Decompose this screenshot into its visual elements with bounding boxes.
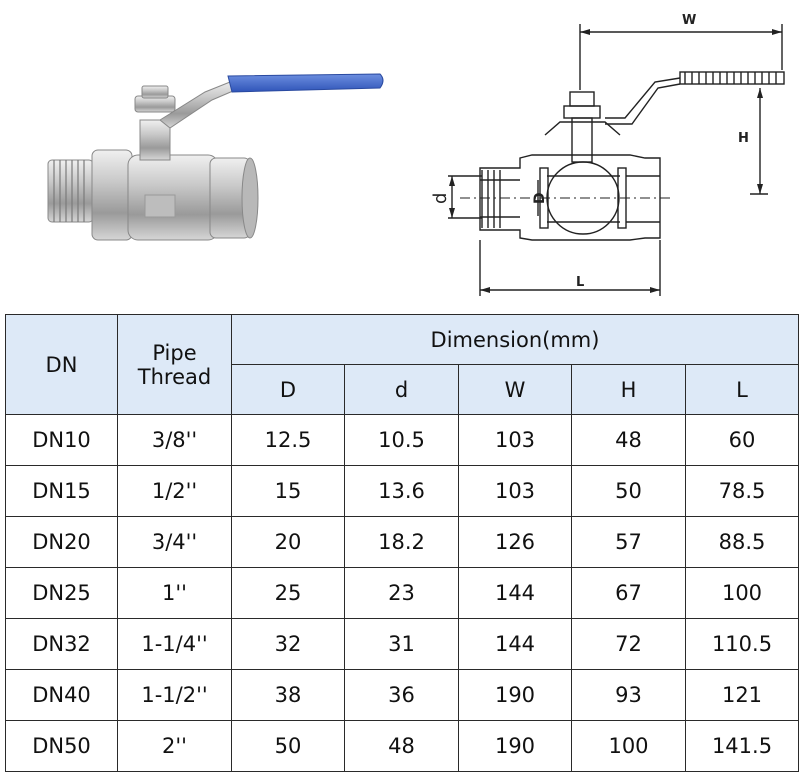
table-row: DN20 3/4'' 20 18.2 126 57 88.5 bbox=[5, 516, 800, 568]
cell-thread: 3/4'' bbox=[117, 516, 232, 568]
dimension-label-w: W bbox=[682, 13, 696, 28]
cell-w: 144 bbox=[458, 618, 572, 670]
cell-d-large: 15 bbox=[231, 465, 345, 517]
header-d-large: D bbox=[231, 364, 345, 415]
dimension-spec-table: DN Pipe Thread Dimension(mm) D d W H L D… bbox=[5, 314, 800, 772]
cell-h: 67 bbox=[571, 567, 686, 619]
header-d-small: d bbox=[344, 364, 459, 415]
dimension-label-l: L bbox=[576, 275, 584, 290]
cell-dn: DN32 bbox=[5, 618, 118, 670]
cell-d-large: 38 bbox=[231, 669, 345, 721]
cell-h: 100 bbox=[571, 720, 686, 772]
cell-d-small: 18.2 bbox=[344, 516, 459, 568]
header-w: W bbox=[458, 364, 572, 415]
cell-d-large: 12.5 bbox=[231, 414, 345, 466]
cell-l: 100 bbox=[684, 567, 800, 619]
dimension-label-d-large: D bbox=[532, 192, 548, 204]
header-pipe-thread-line1: Pipe bbox=[152, 340, 197, 365]
header-pipe-thread-line2: Thread bbox=[137, 364, 212, 389]
cell-w: 103 bbox=[458, 414, 572, 466]
dimension-label-d-small: d bbox=[430, 193, 451, 204]
cell-h: 50 bbox=[571, 465, 686, 517]
table-row: DN32 1-1/4'' 32 31 144 72 110.5 bbox=[5, 618, 800, 670]
ball-valve-technical-drawing: W H d D L bbox=[420, 0, 800, 300]
cell-l: 78.5 bbox=[684, 465, 800, 517]
cell-d-small: 36 bbox=[344, 669, 459, 721]
cell-thread: 1/2'' bbox=[117, 465, 232, 517]
cell-l: 141.5 bbox=[684, 720, 800, 772]
cell-d-large: 25 bbox=[231, 567, 345, 619]
header-dn: DN bbox=[5, 314, 118, 415]
cell-dn: DN50 bbox=[5, 720, 118, 772]
cell-w: 144 bbox=[458, 567, 572, 619]
cell-h: 93 bbox=[571, 669, 686, 721]
cell-h: 48 bbox=[571, 414, 686, 466]
header-pipe-thread: Pipe Thread bbox=[117, 314, 232, 415]
table-row: DN40 1-1/2'' 38 36 190 93 121 bbox=[5, 669, 800, 721]
cell-l: 110.5 bbox=[684, 618, 800, 670]
cell-w: 190 bbox=[458, 720, 572, 772]
cell-d-large: 32 bbox=[231, 618, 345, 670]
cell-d-large: 50 bbox=[231, 720, 345, 772]
cell-w: 103 bbox=[458, 465, 572, 517]
header-dimension-group: Dimension(mm) bbox=[230, 314, 800, 365]
ball-valve-illustration bbox=[47, 73, 384, 241]
ball-valve-photo bbox=[0, 0, 420, 300]
cell-d-small: 31 bbox=[344, 618, 459, 670]
cell-thread: 1-1/4'' bbox=[117, 618, 232, 670]
cross-section-drawing: W H d D L bbox=[430, 13, 785, 296]
cell-l: 60 bbox=[684, 414, 800, 466]
header-h: H bbox=[571, 364, 686, 415]
cell-thread: 1-1/2'' bbox=[117, 669, 232, 721]
cell-dn: DN20 bbox=[5, 516, 118, 568]
cell-d-small: 23 bbox=[344, 567, 459, 619]
cell-l: 88.5 bbox=[684, 516, 800, 568]
cell-dn: DN25 bbox=[5, 567, 118, 619]
cell-dn: DN10 bbox=[5, 414, 118, 466]
table-row: DN15 1/2'' 15 13.6 103 50 78.5 bbox=[5, 465, 800, 517]
cell-thread: 3/8'' bbox=[117, 414, 232, 466]
cell-l: 121 bbox=[684, 669, 800, 721]
header-l: L bbox=[684, 364, 800, 415]
cell-h: 72 bbox=[571, 618, 686, 670]
cell-w: 126 bbox=[458, 516, 572, 568]
cell-d-large: 20 bbox=[231, 516, 345, 568]
cell-thread: 1'' bbox=[117, 567, 232, 619]
table-row: DN50 2'' 50 48 190 100 141.5 bbox=[5, 720, 800, 772]
table-row: DN25 1'' 25 23 144 67 100 bbox=[5, 567, 800, 619]
cell-dn: DN40 bbox=[5, 669, 118, 721]
cell-d-small: 10.5 bbox=[344, 414, 459, 466]
cell-w: 190 bbox=[458, 669, 572, 721]
cell-d-small: 48 bbox=[344, 720, 459, 772]
cell-d-small: 13.6 bbox=[344, 465, 459, 517]
dimension-label-h: H bbox=[738, 131, 749, 146]
cell-h: 57 bbox=[571, 516, 686, 568]
cell-thread: 2'' bbox=[117, 720, 232, 772]
table-row: DN10 3/8'' 12.5 10.5 103 48 60 bbox=[5, 414, 800, 466]
cell-dn: DN15 bbox=[5, 465, 118, 517]
